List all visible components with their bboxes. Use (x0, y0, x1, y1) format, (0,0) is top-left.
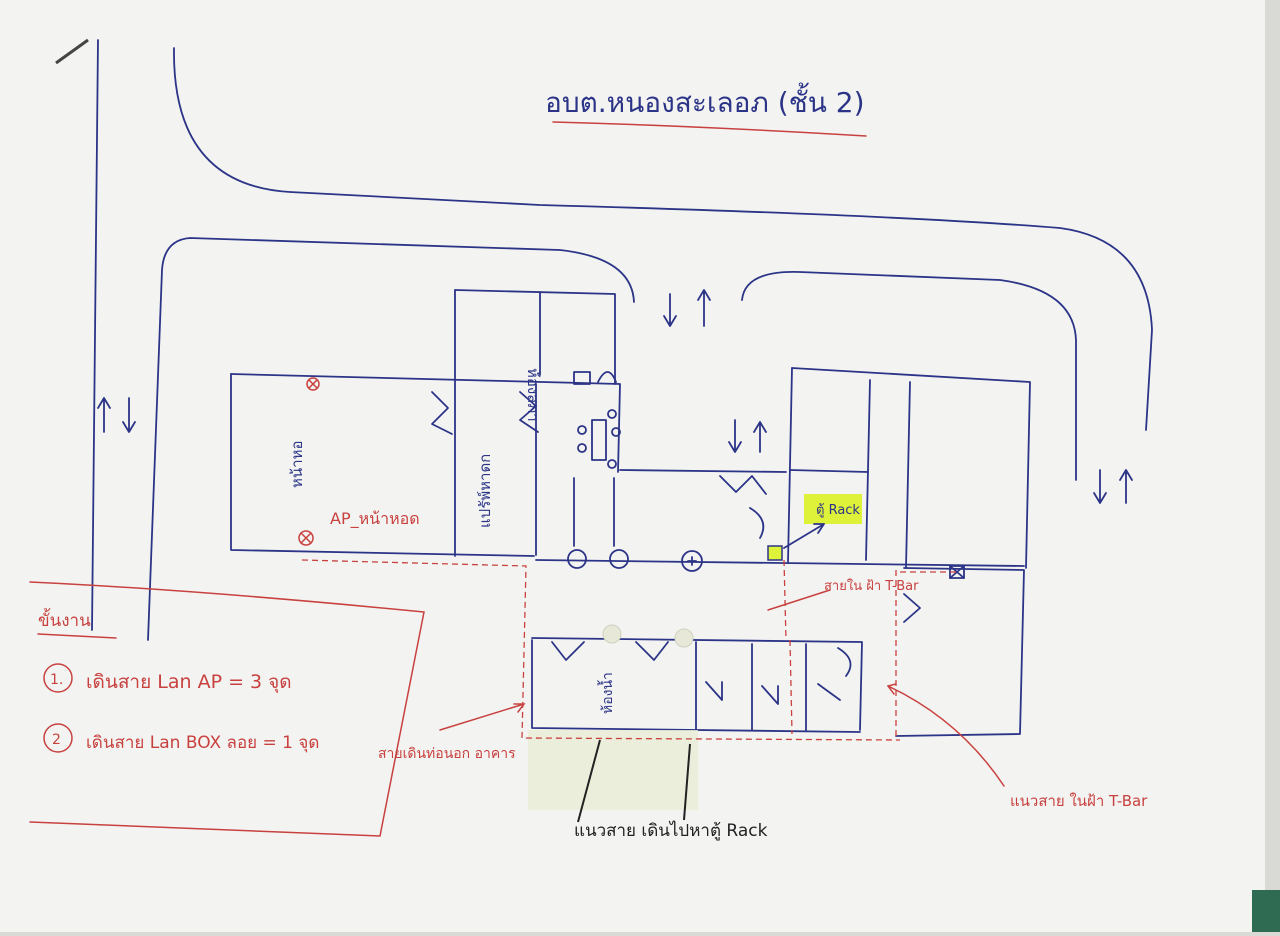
correction-dot (602, 624, 622, 644)
note-number: 1. (50, 672, 63, 688)
note-item-2: เดินสาย Lan BOX ลอย = 1 จุด (86, 733, 319, 753)
correction-dot (674, 628, 694, 648)
correction-patch (528, 730, 698, 810)
rack-icon (767, 545, 783, 561)
ap-marker-icon (298, 530, 314, 546)
callout-lines (439, 589, 1005, 823)
ap-front-label: AP_หน้าหอด (330, 509, 420, 529)
ap-marker-icon (306, 377, 320, 391)
note-number-circle (43, 723, 73, 753)
room-label-toilet: ห้องน้ำ (597, 672, 616, 714)
rack-highlight (804, 494, 862, 524)
page-title: อบต.หนองสะเลอภ (ชั้น 2) (545, 82, 865, 119)
pen-mark (55, 38, 89, 65)
road-main-outer (173, 47, 1153, 431)
cable-routes (301, 559, 960, 741)
title-underline (552, 121, 867, 137)
road-inner-right (741, 271, 1077, 481)
road-left-outer (91, 39, 99, 631)
room-label-front-office: หน้าหอ (288, 441, 306, 488)
note-item-1: เดินสาย Lan AP = 3 จุด (86, 671, 292, 694)
road-inner-left (147, 237, 635, 641)
building-walls (230, 289, 1031, 737)
notes-box: ขั้นงาน 1. เดินสาย Lan AP = 3 จุด 2 เดิน… (29, 581, 425, 837)
rack-arrow (783, 523, 825, 549)
rack-label: ตู้ Rack (816, 503, 860, 518)
room-label-second-office: แปรัพ์หาดก (476, 454, 494, 528)
desk-corner (1252, 890, 1280, 932)
note-number-circle (43, 663, 73, 693)
cable-outer-label: สายเดินท่อนอก อาคาร (378, 746, 516, 762)
roads (55, 38, 1153, 641)
traffic-arrows (97, 289, 1133, 504)
cable-ceiling-label: สายใน ฝ้า T-Bar (824, 578, 919, 594)
room-label-meeting: ห้องสภา (524, 368, 542, 422)
note-number: 2 (52, 732, 61, 748)
notes-heading: ขั้นงาน (38, 608, 91, 631)
cable-tbar-label: แนวสาย ในฝ้า T-Bar (1010, 792, 1148, 810)
cable-to-rack-label: แนวสาย เดินไปหาตู้ Rack (574, 820, 768, 841)
